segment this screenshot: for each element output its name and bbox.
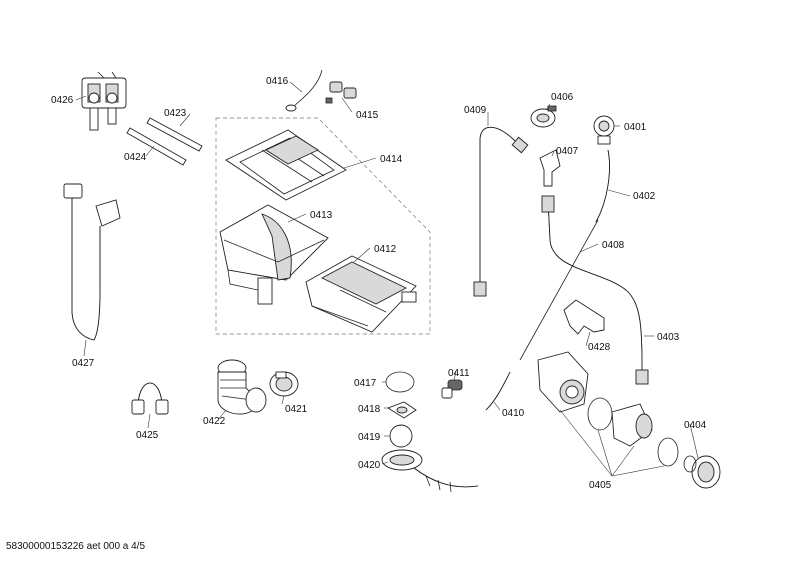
label-0428: 0428 xyxy=(588,342,611,353)
part-0410-hose[interactable] xyxy=(485,371,511,411)
leader-lines xyxy=(75,81,699,477)
part-0409-hose[interactable] xyxy=(473,126,529,297)
label-0408: 0408 xyxy=(602,240,625,251)
label-0404: 0404 xyxy=(684,420,707,431)
label-0415: 0415 xyxy=(356,110,379,121)
part-0416-hose[interactable] xyxy=(285,69,323,112)
part-0412-drawer-housing[interactable] xyxy=(305,255,417,333)
label-0424: 0424 xyxy=(124,152,147,163)
part-0419-ball[interactable] xyxy=(389,424,413,448)
label-0414: 0414 xyxy=(380,154,403,165)
part-0405-drain-pump[interactable] xyxy=(537,351,679,467)
label-0418: 0418 xyxy=(358,404,381,415)
label-0425: 0425 xyxy=(136,430,159,441)
document-footer-code: 58300000153226 aet 000 a 4/5 xyxy=(6,541,146,552)
part-0422-bellows[interactable] xyxy=(217,359,267,415)
label-0419: 0419 xyxy=(358,432,381,443)
label-0426: 0426 xyxy=(51,95,74,106)
label-0422: 0422 xyxy=(203,416,226,427)
label-0412: 0412 xyxy=(374,244,397,255)
part-0426-inlet-valve[interactable] xyxy=(81,71,127,131)
label-0420: 0420 xyxy=(358,460,381,471)
label-0402: 0402 xyxy=(633,191,656,202)
label-0416: 0416 xyxy=(266,76,289,87)
part-0423-rod[interactable] xyxy=(146,117,203,152)
label-0403: 0403 xyxy=(657,332,680,343)
part-0417-clamp-ring[interactable] xyxy=(385,371,415,393)
part-0401-sensor[interactable] xyxy=(593,115,615,145)
part-0408-wire[interactable] xyxy=(519,219,599,361)
part-0424-rod[interactable] xyxy=(126,127,187,166)
drawer-assembly-outline xyxy=(215,117,431,335)
label-0411: 0411 xyxy=(448,368,470,379)
label-0423: 0423 xyxy=(164,108,187,119)
label-0406: 0406 xyxy=(551,92,574,103)
label-0405: 0405 xyxy=(589,480,612,491)
label-0427: 0427 xyxy=(72,358,95,369)
part-0418-nut[interactable] xyxy=(386,401,417,419)
part-0428-bracket[interactable] xyxy=(563,299,605,335)
part-0406-pressure-switch[interactable] xyxy=(530,105,557,128)
part-0403-drain-hose[interactable] xyxy=(541,195,649,385)
part-0421-seal[interactable] xyxy=(269,371,299,397)
part-labels: 0426 0423 0424 0416 0415 0414 0413 0412 … xyxy=(51,76,707,491)
label-0401: 0401 xyxy=(624,122,647,133)
part-0407-connector[interactable] xyxy=(539,149,561,187)
part-0427-inlet-hose[interactable] xyxy=(63,183,121,341)
part-0425-hose-clip[interactable] xyxy=(131,382,169,415)
part-0402-tube[interactable] xyxy=(595,149,610,223)
part-0413-drawer[interactable] xyxy=(219,204,329,305)
label-0407: 0407 xyxy=(556,146,579,157)
part-0411-cap[interactable] xyxy=(441,379,463,399)
label-0409: 0409 xyxy=(464,105,487,116)
part-0415-clip[interactable] xyxy=(325,81,357,104)
label-0421: 0421 xyxy=(285,404,308,415)
label-0410: 0410 xyxy=(502,408,525,419)
part-0404-filter[interactable] xyxy=(683,455,721,489)
label-0413: 0413 xyxy=(310,210,333,221)
part-0414-drawer-cover[interactable] xyxy=(225,129,347,201)
part-0420-sump-hose[interactable] xyxy=(381,449,479,493)
label-0417: 0417 xyxy=(354,378,377,389)
